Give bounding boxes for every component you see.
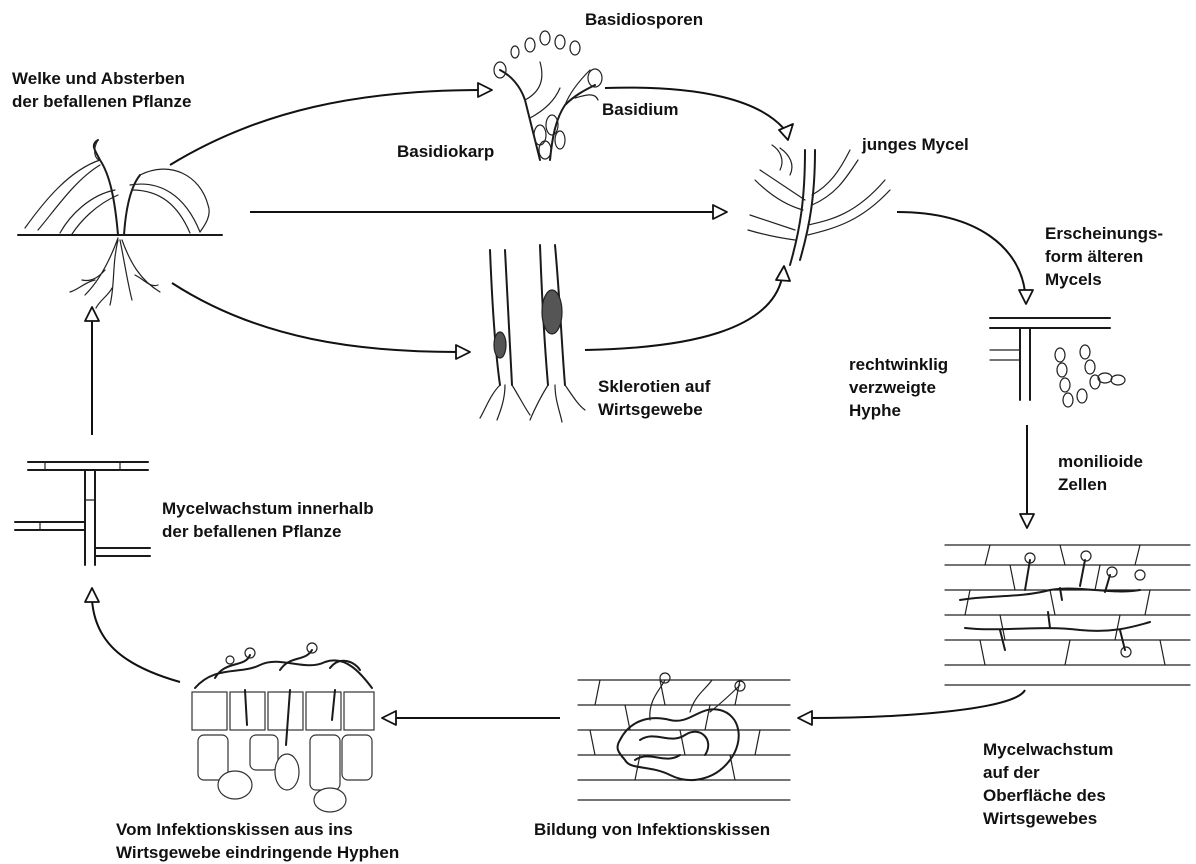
arrowhead [713,205,727,219]
internal-mycelium-illustration [15,462,150,565]
arrow-mycel-to-aelteres-mycel [897,212,1025,292]
label-erscheinungsform: Erscheinungs- form älteren Mycels [1045,222,1163,291]
infection-cushion-illustration [578,673,790,800]
arrowhead [85,588,99,602]
label-welke-und-absterben: Welke und Absterben der befallenen Pflan… [12,67,192,113]
label-junges-mycel: junges Mycel [862,133,969,156]
label-sklerotien: Sklerotien auf Wirtsgewebe [598,375,710,421]
young-mycelium-illustration [748,145,890,265]
arrowhead [1019,290,1033,304]
label-rechtwinklig: rechtwinklig verzweigte Hyphe [849,353,948,422]
arrowhead [85,307,99,321]
penetrating-hyphae-illustration [192,643,374,812]
wilting-plant-illustration [18,140,222,308]
arrow-eindringen-to-innen [92,600,180,682]
arrowhead [382,711,396,725]
basidiocarp-illustration [494,31,602,160]
label-basidiokarp: Basidiokarp [397,140,494,163]
arrowhead [776,266,790,281]
arrowhead [478,83,492,97]
arrow-plant-to-sklerotien [172,283,458,352]
arrow-sklerotien-to-mycel [585,278,782,350]
older-mycelium-illustration [990,318,1125,407]
label-basidiosporen: Basidiosporen [585,8,703,31]
sklerotien-illustration [480,245,585,422]
arrowhead [798,711,812,725]
surface-mycelium-illustration [945,535,1190,685]
label-monilioide: monilioide Zellen [1058,450,1143,496]
arrowhead [456,345,470,359]
label-basidium: Basidium [602,98,679,121]
arrow-oberflaeche-to-kissen [810,690,1025,718]
label-eindringende-hyphen: Vom Infektionskissen aus ins Wirtsgewebe… [116,818,399,864]
label-mycelwachstum-innerhalb: Mycelwachstum innerhalb der befallenen P… [162,497,374,543]
label-mycelwachstum-oberflaeche: Mycelwachstum auf der Oberfläche des Wir… [983,738,1113,830]
label-bildung-infektionskissen: Bildung von Infektionskissen [534,818,770,841]
arrowhead [1020,514,1034,528]
